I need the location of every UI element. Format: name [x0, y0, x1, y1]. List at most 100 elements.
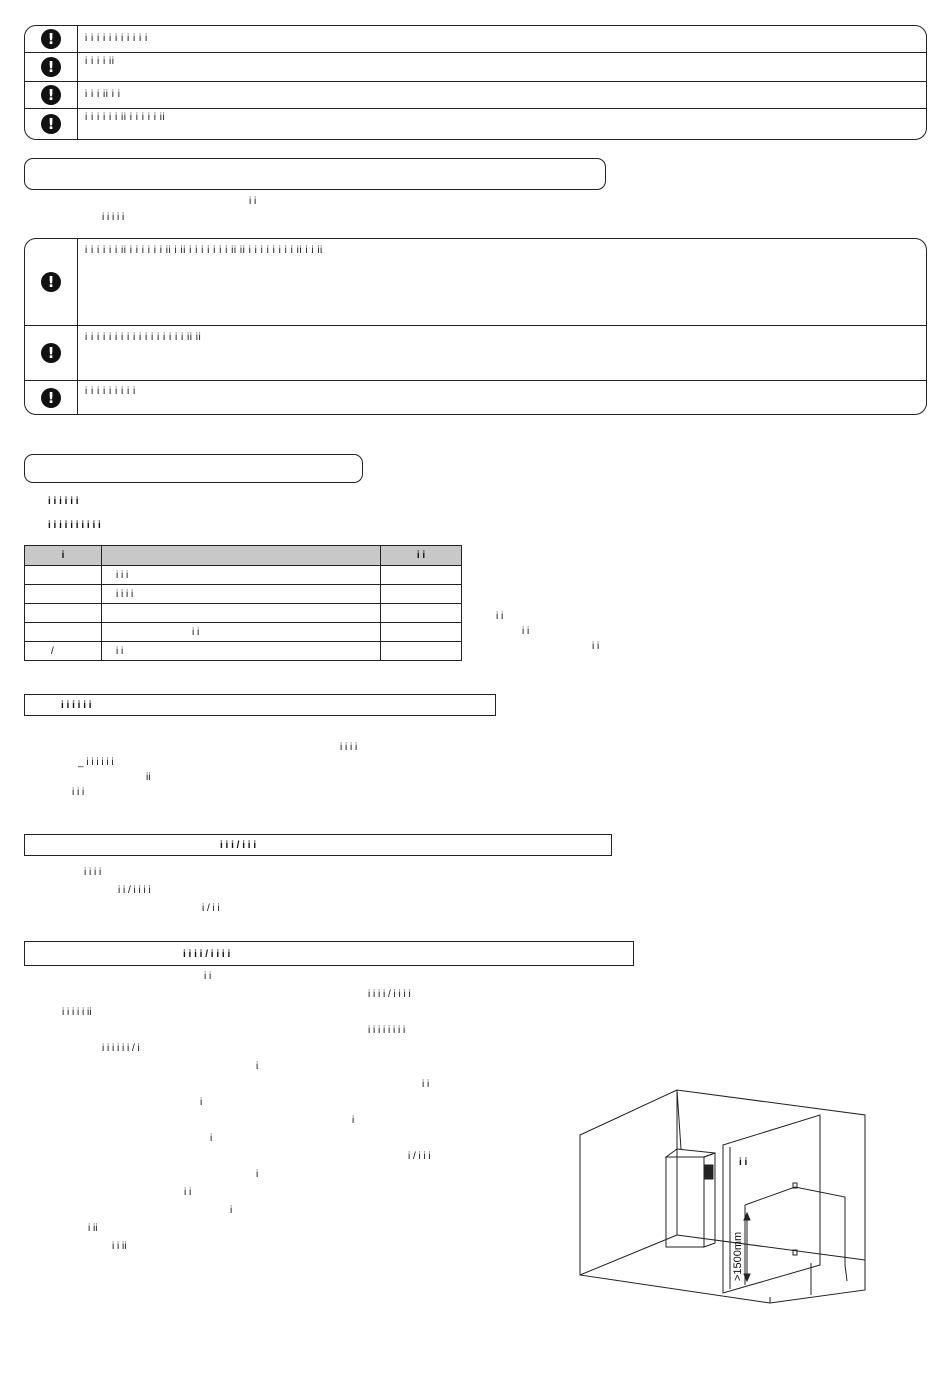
paragraph-line: i i — [184, 1187, 192, 1198]
room-edge — [579, 1234, 678, 1276]
paragraph-line: i i i i / i i i i — [368, 989, 411, 1000]
paragraph-line: i i ii — [112, 1241, 127, 1252]
spec-table: i i i i i i i i i i i i / i i — [24, 545, 462, 661]
paragraph-line: i i i i i — [102, 212, 125, 223]
appliance-unit — [665, 1156, 705, 1248]
warning-text: i i i i i i ii i i i i i ii — [85, 112, 166, 123]
warning-text: i i i i i i ii i i i i i i ii i ii i i i… — [85, 245, 323, 256]
paragraph-line: i i — [522, 626, 530, 637]
table-cell: / — [24, 641, 102, 661]
paragraph-line: i — [352, 1115, 355, 1126]
paragraph-line: i / i i i — [408, 1151, 431, 1162]
table-cell: i i — [101, 622, 381, 642]
exclamation-icon: ! — [41, 343, 61, 363]
warning-text: i i i i i i i i i i i i i i i i i ii ii — [85, 332, 202, 343]
paragraph-line: i i — [422, 1079, 430, 1090]
table-cell — [380, 584, 462, 604]
warning-row: ! i i i i i i i i i i i i i i i i i ii i… — [25, 326, 926, 381]
section-paragraph: i i i i i i i — [24, 194, 904, 226]
warning-text: i i i i i i i i i — [85, 386, 136, 397]
opening-outline — [744, 1186, 846, 1265]
appliance-display — [704, 1164, 714, 1180]
dimension-arrow — [743, 1211, 751, 1221]
paragraph-line: ii — [146, 772, 151, 783]
section-paragraph: i i i i i i / i i i i i i i i i ii i i i… — [24, 968, 544, 1256]
table-cell — [101, 603, 381, 623]
table-row: / i i — [24, 641, 462, 661]
table-row: i i — [24, 622, 462, 642]
warning-row: ! i i i i i i i i i i i — [25, 26, 926, 53]
paragraph-line: i i i i i i — [48, 496, 79, 507]
table-header: i — [24, 545, 102, 566]
paragraph-line: i i — [496, 611, 504, 622]
warning-icon-cell: ! — [25, 26, 78, 52]
paragraph-line: i i i i i i i i — [368, 1025, 406, 1036]
warning-row: ! i i i i i i ii i i i i i i ii i ii i i… — [25, 239, 926, 326]
table-side-note: i i i i i i — [496, 609, 796, 654]
section-heading-box — [24, 158, 606, 190]
warning-icon-cell: ! — [25, 82, 78, 108]
appliance-side — [703, 1152, 716, 1248]
paragraph-line: _ i i i i i i — [78, 757, 114, 768]
warning-icon-cell: ! — [25, 239, 78, 325]
exclamation-icon: ! — [41, 57, 61, 77]
exclamation-icon: ! — [41, 85, 61, 105]
top-warning-box: ! i i i i i i i i i i i ! i i i i ii ! i… — [24, 25, 927, 140]
warning-row: ! i i i ii i i — [25, 82, 926, 109]
table-cell: i i i — [101, 565, 381, 585]
section-paragraph: i i i i i i / i i i i i / i i — [24, 864, 904, 918]
warning-row: ! i i i i ii — [25, 53, 926, 82]
subsection-heading: i i i / i i i — [24, 834, 612, 856]
warning-icon-cell: ! — [25, 381, 78, 414]
paragraph-line: i i i — [72, 787, 85, 798]
paragraph-line: i — [200, 1097, 203, 1108]
mid-warning-box: ! i i i i i i ii i i i i i i ii i ii i i… — [24, 238, 927, 415]
paragraph-line: i i i i — [84, 867, 102, 878]
partition-wall — [722, 1114, 821, 1294]
table-cell — [380, 641, 462, 661]
paragraph-line: i i i i — [340, 742, 358, 753]
section-paragraph: i i i i _ i i i i i i ii i i i — [24, 740, 904, 800]
warning-icon-cell: ! — [25, 326, 78, 380]
paragraph-line: i — [230, 1205, 233, 1216]
paragraph-line: i i — [204, 971, 212, 982]
paragraph-line: i — [210, 1133, 213, 1144]
warning-text: i i i ii i i — [85, 89, 121, 100]
warning-text: i i i i i i i i i i i — [85, 33, 148, 44]
subsection-heading: i i i i i i — [24, 694, 496, 716]
paragraph-line: i i — [592, 641, 600, 652]
paragraph-line: i / i i — [202, 903, 220, 914]
table-cell — [24, 565, 102, 585]
exclamation-icon: ! — [41, 387, 61, 408]
paragraph-line: i i i i i i i i i i — [48, 520, 101, 531]
installation-figure: >1500mm i i — [579, 1089, 866, 1304]
table-header: i i — [380, 545, 462, 566]
section-heading-box — [24, 454, 363, 483]
room-label: i i — [739, 1157, 748, 1168]
exclamation-icon: ! — [41, 29, 61, 49]
warning-row: ! i i i i i i i i i — [25, 381, 926, 414]
fitting-icon — [792, 1249, 798, 1256]
exclamation-icon: ! — [41, 114, 61, 134]
table-header — [101, 545, 381, 566]
leader-line — [844, 1264, 848, 1282]
table-cell: i i — [101, 641, 381, 661]
table-cell — [380, 565, 462, 585]
fitting-icon — [792, 1182, 798, 1189]
paragraph-line: i — [256, 1061, 259, 1072]
table-cell — [24, 622, 102, 642]
warning-row: ! i i i i i i ii i i i i i ii — [25, 109, 926, 139]
paragraph-line: i ii — [88, 1223, 98, 1234]
dimension-arrow — [743, 1273, 751, 1283]
warning-icon-cell: ! — [25, 109, 78, 139]
section-paragraph: i i i i i i i i i i i i i i i i — [24, 490, 904, 538]
dimension-label: >1500mm — [732, 1232, 744, 1281]
paragraph-line: i i / i i i i — [118, 885, 151, 896]
subsection-heading: i i i i / i i i i — [24, 941, 634, 966]
warning-icon-cell: ! — [25, 53, 78, 81]
paragraph-line: i — [256, 1169, 259, 1180]
table-row: i i i i — [24, 584, 462, 604]
warning-text: i i i i ii — [85, 56, 115, 67]
paragraph-line: i i i i i ii — [62, 1007, 92, 1018]
exclamation-icon: ! — [41, 272, 61, 292]
